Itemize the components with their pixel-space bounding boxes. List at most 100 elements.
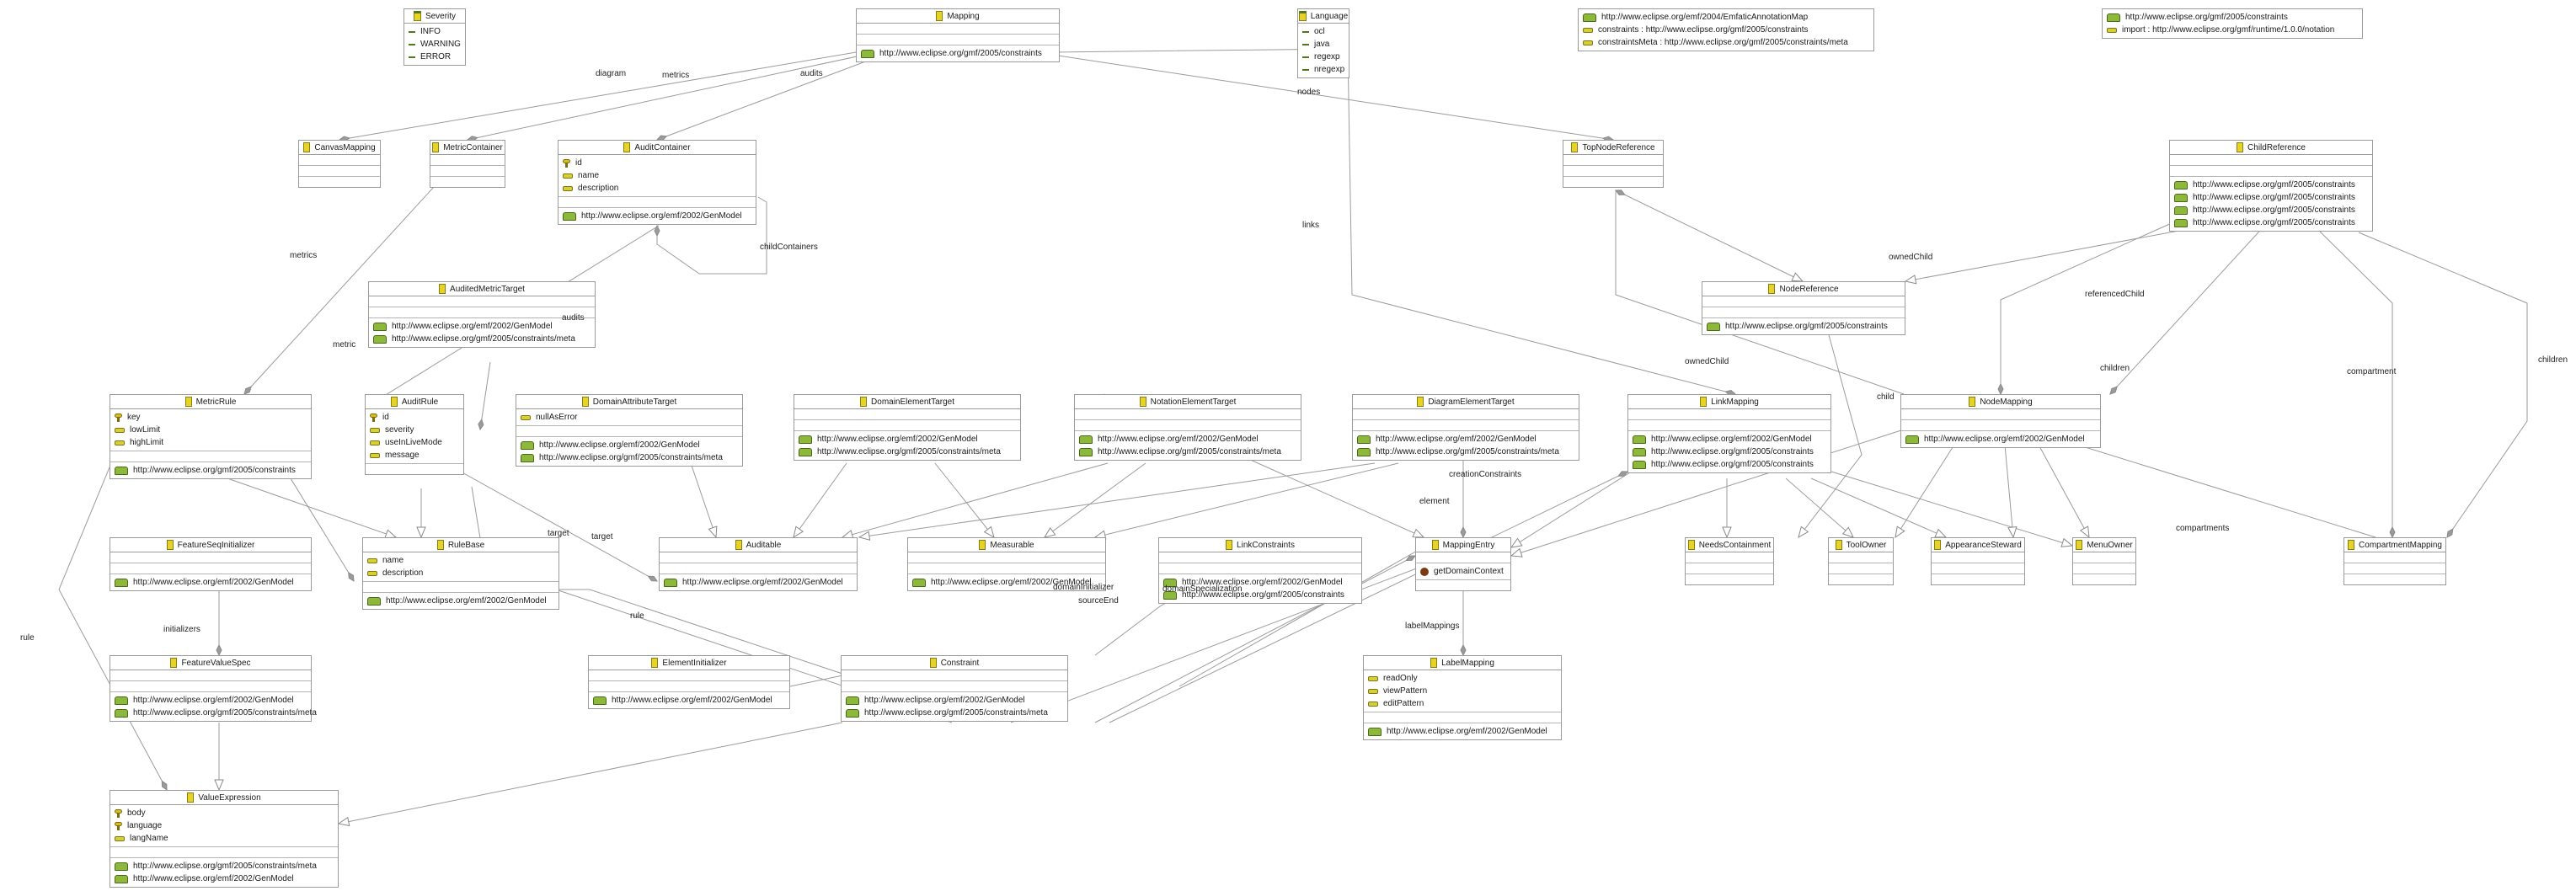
- annotation-row[interactable]: http://www.eclipse.org/gmf/2005/constrai…: [799, 446, 1020, 458]
- relation-edge[interactable]: [468, 50, 885, 140]
- relation-edge[interactable]: [2311, 223, 2392, 537]
- annotation-row[interactable]: http://www.eclipse.org/emf/2002/GenModel: [1905, 433, 2100, 446]
- class-box-compartment-mapping[interactable]: CompartmentMapping: [2344, 537, 2446, 585]
- attribute-row[interactable]: language: [115, 819, 338, 832]
- relation-edge[interactable]: [2038, 444, 2089, 537]
- annotation-row[interactable]: http://www.eclipse.org/emf/2004/EmfaticA…: [1583, 11, 1873, 24]
- annotation-row[interactable]: http://www.eclipse.org/emf/2002/GenModel: [1633, 433, 1830, 446]
- relation-edge[interactable]: [794, 462, 847, 537]
- attribute-row[interactable]: import : http://www.eclipse.org/gmf/runt…: [2107, 24, 2362, 36]
- operation-row[interactable]: getDomainContext: [1420, 565, 1510, 578]
- annotation-row[interactable]: http://www.eclipse.org/gmf/2005/constrai…: [2174, 216, 2372, 229]
- annotation-row[interactable]: http://www.eclipse.org/emf/2002/GenModel: [373, 320, 595, 333]
- relation-edge[interactable]: [227, 478, 396, 537]
- enum-literal-row[interactable]: INFO: [409, 25, 465, 38]
- enum-literal-row[interactable]: WARNING: [409, 38, 465, 51]
- relation-edge[interactable]: [2004, 444, 2013, 537]
- relation-edge[interactable]: [1095, 462, 1399, 537]
- annotation-row[interactable]: http://www.eclipse.org/emf/2002/GenModel: [664, 576, 857, 589]
- relation-edge[interactable]: [1810, 478, 1946, 537]
- annotation-row[interactable]: http://www.eclipse.org/emf/2002/GenModel: [593, 694, 789, 707]
- relation-edge[interactable]: [1050, 48, 1735, 394]
- annotation-row[interactable]: http://www.eclipse.org/gmf/2005/constrai…: [2174, 191, 2372, 204]
- attribute-row[interactable]: editPattern: [1368, 697, 1561, 710]
- annotation-row[interactable]: http://www.eclipse.org/gmf/2005/constrai…: [1707, 320, 1905, 333]
- class-box-pkg-anno2[interactable]: http://www.eclipse.org/gmf/2005/constrai…: [2102, 8, 2363, 39]
- annotation-row[interactable]: http://www.eclipse.org/gmf/2005/constrai…: [2174, 204, 2372, 216]
- attribute-row[interactable]: body: [115, 807, 338, 819]
- annotation-row[interactable]: http://www.eclipse.org/emf/2002/GenModel: [912, 576, 1105, 589]
- annotation-row[interactable]: http://www.eclipse.org/emf/2002/GenModel: [1357, 433, 1579, 446]
- annotation-row[interactable]: http://www.eclipse.org/emf/2002/GenModel: [1163, 576, 1361, 589]
- enum-literal-row[interactable]: java: [1302, 38, 1349, 51]
- attribute-row[interactable]: useInLiveMode: [370, 436, 463, 449]
- attribute-row[interactable]: constraints : http://www.eclipse.org/gmf…: [1583, 24, 1873, 36]
- class-box-appearance-steward[interactable]: AppearanceSteward: [1931, 537, 2025, 585]
- attribute-row[interactable]: id: [563, 157, 756, 169]
- annotation-row[interactable]: http://www.eclipse.org/emf/2002/GenModel: [115, 576, 311, 589]
- relation-edge[interactable]: [2055, 438, 2376, 538]
- class-box-pkg-anno1[interactable]: http://www.eclipse.org/emf/2004/EmfaticA…: [1578, 8, 1874, 51]
- enum-literal-row[interactable]: ocl: [1302, 25, 1349, 38]
- annotation-row[interactable]: http://www.eclipse.org/gmf/2005/constrai…: [1357, 446, 1579, 458]
- attribute-row[interactable]: id: [370, 411, 463, 424]
- attribute-row[interactable]: key: [115, 411, 311, 424]
- attribute-row[interactable]: viewPattern: [1368, 685, 1561, 697]
- attribute-row[interactable]: nullAsError: [521, 411, 742, 424]
- enum-literal-row[interactable]: nregexp: [1302, 63, 1349, 76]
- relation-edge[interactable]: [1045, 462, 1146, 537]
- relation-edge[interactable]: [480, 361, 491, 429]
- annotation-row[interactable]: http://www.eclipse.org/gmf/2005/constrai…: [861, 47, 1059, 60]
- annotation-row[interactable]: http://www.eclipse.org/gmf/2005/constrai…: [115, 707, 317, 719]
- annotation-row[interactable]: http://www.eclipse.org/gmf/2005/constrai…: [1633, 446, 1830, 458]
- annotation-row[interactable]: http://www.eclipse.org/gmf/2005/constrai…: [373, 333, 595, 345]
- relation-edge[interactable]: [2001, 221, 2174, 394]
- attribute-row[interactable]: message: [370, 449, 463, 462]
- relation-edge[interactable]: [842, 462, 1109, 537]
- attribute-row[interactable]: description: [367, 567, 558, 579]
- annotation-row[interactable]: http://www.eclipse.org/gmf/2005/constrai…: [1163, 589, 1361, 601]
- attribute-row[interactable]: name: [563, 169, 756, 182]
- annotation-row[interactable]: http://www.eclipse.org/emf/2002/GenModel: [799, 433, 1020, 446]
- annotation-row[interactable]: http://www.eclipse.org/emf/2002/GenModel: [115, 872, 338, 885]
- class-box-menu-owner[interactable]: MenuOwner: [2072, 537, 2136, 585]
- relation-edge[interactable]: [1830, 471, 2072, 546]
- class-box-canvas-mapping[interactable]: CanvasMapping: [298, 140, 381, 188]
- class-box-needs-containment[interactable]: NeedsContainment: [1685, 537, 1774, 585]
- annotation-row[interactable]: http://www.eclipse.org/emf/2002/GenModel: [1079, 433, 1301, 446]
- attribute-row[interactable]: name: [367, 554, 558, 567]
- relation-edge[interactable]: [1616, 190, 1803, 281]
- annotation-row[interactable]: http://www.eclipse.org/gmf/2005/constrai…: [1633, 458, 1830, 471]
- relation-edge[interactable]: [2110, 223, 2267, 394]
- class-box-tool-owner[interactable]: ToolOwner: [1828, 537, 1894, 585]
- attribute-row[interactable]: constraintsMeta : http://www.eclipse.org…: [1583, 36, 1873, 49]
- relation-edge[interactable]: [1895, 444, 1955, 537]
- relation-edge[interactable]: [1094, 597, 1175, 656]
- class-box-metric-container[interactable]: MetricContainer: [430, 140, 505, 188]
- annotation-row[interactable]: http://www.eclipse.org/emf/2002/GenModel: [563, 210, 756, 222]
- relation-edge[interactable]: [1785, 478, 1853, 537]
- annotation-row[interactable]: http://www.eclipse.org/emf/2002/GenModel: [521, 439, 742, 451]
- attribute-row[interactable]: langName: [115, 832, 338, 845]
